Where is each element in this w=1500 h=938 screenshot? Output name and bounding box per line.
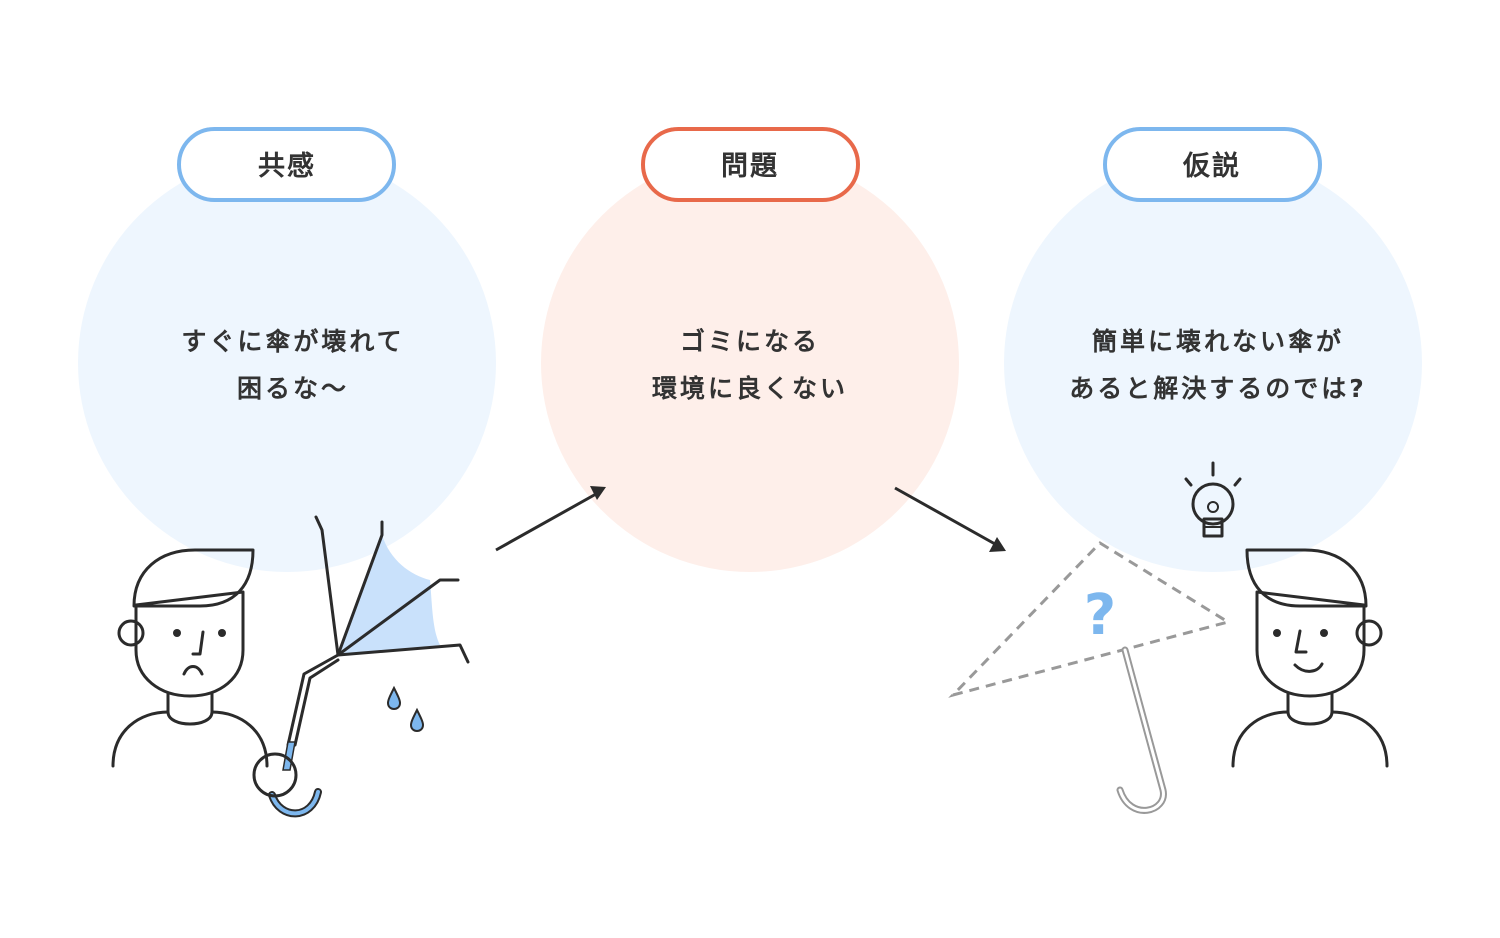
lightbulb-icon [1184, 461, 1242, 538]
hypothesis-label: 仮説 [1182, 150, 1241, 182]
question-mark: ? [1084, 583, 1116, 648]
raindrop-icon [386, 685, 425, 733]
hypothetical-umbrella-icon: ? [948, 541, 1232, 814]
arrow-right-down-icon [894, 486, 1006, 552]
empathy-text-line-2: 困るな～ [237, 374, 349, 403]
empathy-circle [78, 154, 496, 572]
hypothesis-text-line-2: あると解決するのでは? [1069, 374, 1367, 403]
arrow-right-up-icon [495, 486, 606, 552]
problem-label-pill: 問題 [641, 127, 860, 202]
problem-circle [541, 154, 959, 572]
worried-person-icon [111, 548, 269, 768]
empathy-text-line-1: すぐに傘が壊れて [181, 327, 404, 356]
hypothesis-label-pill: 仮説 [1103, 127, 1322, 202]
empathy-label-pill: 共感 [177, 127, 396, 202]
empathy-label: 共感 [258, 150, 316, 182]
problem-text-line-2: 環境に良くない [652, 374, 848, 403]
problem-text-line-1: ゴミになる [680, 327, 820, 356]
hypothesis-circle [1004, 154, 1422, 572]
problem-label: 問題 [721, 151, 779, 182]
hypothesis-text-line-1: 簡単に壊れない傘が [1092, 327, 1344, 356]
happy-person-icon [1231, 548, 1389, 768]
broken-umbrella-icon [252, 515, 470, 818]
